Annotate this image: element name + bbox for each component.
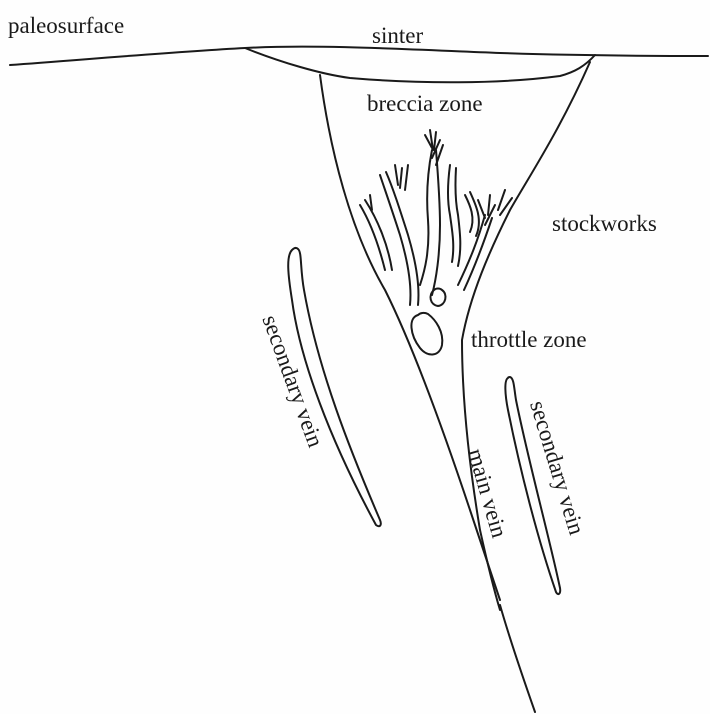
main-vein-tail — [500, 605, 535, 712]
throttle-zone-label: throttle zone — [471, 328, 587, 351]
paleosurface-label: paleosurface — [8, 14, 124, 37]
stockworks-label: stockworks — [552, 212, 657, 235]
stockwork-branches — [360, 130, 512, 354]
sinter-label: sinter — [372, 24, 423, 47]
sinter-lens-outline — [245, 48, 595, 82]
paleosurface-line — [10, 47, 708, 65]
breccia-zone-label: breccia zone — [367, 92, 483, 115]
